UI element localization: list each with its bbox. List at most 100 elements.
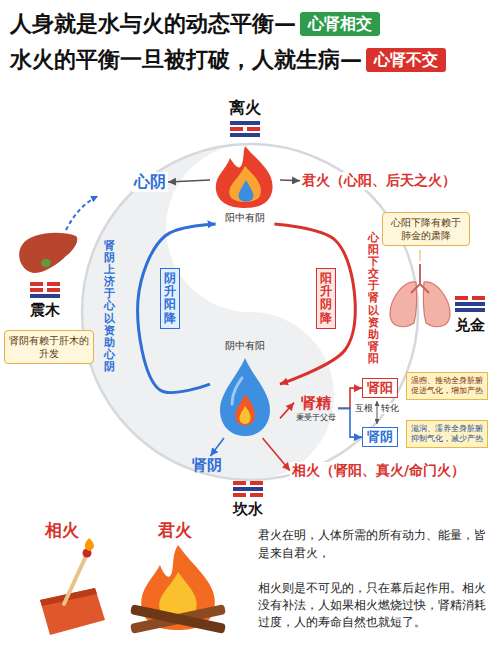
trigram-bar (30, 288, 43, 292)
label-holder: 坎水 (233, 500, 263, 519)
liver (19, 233, 77, 273)
label-holder: 君火 (158, 520, 192, 541)
liver-icon (19, 233, 77, 273)
flame (229, 166, 261, 202)
trigram-bar (230, 121, 260, 125)
lung (423, 282, 450, 327)
lung (390, 282, 417, 327)
connector-arrow (274, 224, 355, 384)
node-text: 滋润、濡养全身脏腑 抑制气化，减少产热 (410, 424, 484, 444)
label-text: 坎水 (233, 500, 263, 519)
trigram-icon (30, 282, 60, 298)
trigram-bar (455, 296, 468, 300)
label-text: 君火在明，人体所需的所有动力、能量，皆是来自君火， (258, 526, 490, 562)
trigram-bar (233, 493, 246, 497)
label-text: 相火则是不可见的，只在幕后起作用。相火没有补法，人如果相火燃烧过快，肾精消耗过度… (258, 580, 490, 631)
outlined-box: 肾阴 (362, 427, 398, 447)
connector-arrow (263, 438, 291, 471)
water-drop (239, 180, 254, 202)
vertical-box: 阳升阴降 (316, 268, 336, 329)
node-text: 心肾相交 (308, 14, 372, 34)
node-text: 阴中有阳 (225, 340, 265, 353)
title-text: 人身就是水与火的动态平衡— (10, 10, 296, 38)
trigram-bar (30, 282, 43, 286)
callout-box: 心阳下降有赖于肺金的肃降 (382, 212, 470, 246)
node-text: 肾阳 (367, 380, 393, 396)
node-text: 肾阴有赖于肝木的升发 (9, 334, 89, 360)
text-node: 心阴 (132, 172, 168, 192)
connector-arrow (280, 403, 294, 419)
gallbladder (41, 259, 51, 267)
label-holder: 君火在明，人体所需的所有动力、能量，皆是来自君火， (258, 526, 490, 562)
label-text: 肾阴上济于心以资助心阴 (104, 240, 115, 373)
fire-node: 阳中有阴 (210, 144, 280, 224)
label-holder: 水火的平衡一旦被打破，人就生病— (10, 46, 362, 74)
yin-yang-shade (82, 144, 334, 480)
node-text: 阴升阳降 (164, 272, 176, 325)
highlight (232, 378, 242, 404)
matchbox-icon (40, 538, 105, 635)
badge: 心肾相交 (300, 12, 380, 36)
label-text: 心阳下交于肾以资助肾阳 (368, 232, 379, 365)
flame (239, 406, 250, 424)
node-text: 心阴 (134, 172, 166, 192)
flame (235, 394, 254, 425)
label-holder: 转化 (381, 403, 399, 414)
trachea (411, 264, 429, 293)
label-text: 水火的平衡一旦被打破，人就生病— (10, 46, 362, 74)
callout-leader (420, 250, 421, 261)
trigram-bar (230, 127, 243, 131)
trigram-bar (230, 133, 260, 137)
label-holder: 相火 (45, 520, 79, 541)
node-text: 阳中有阴 (225, 212, 265, 225)
node-text: 阳升阴降 (320, 272, 332, 325)
dashed-arrow (66, 196, 98, 230)
title-holder: 人身就是水与火的动态平衡— (10, 10, 296, 38)
flame (159, 572, 196, 618)
trigram-bar (233, 487, 263, 491)
water-drop-icon (220, 358, 270, 436)
flame (216, 146, 273, 208)
connector-arrow (280, 179, 300, 181)
trigram-bar (250, 493, 263, 497)
log (130, 604, 226, 634)
text-node: 君火（心阳、后天之火） (300, 172, 458, 190)
label-text: 兑金 (455, 316, 485, 335)
trigram-bar (30, 294, 60, 298)
text-node: 肾阴 (190, 456, 224, 475)
badge: 心肾不交 (366, 48, 446, 72)
outlined-box: 肾阳 (362, 378, 398, 398)
note-box: 温煦、推动全身脏腑 促进气化，增加产热 (406, 372, 488, 400)
node-text: 肾阴 (367, 429, 393, 445)
label-holder: 兑金 (455, 316, 485, 335)
trigram-icon (230, 121, 260, 137)
trigram-bar (247, 127, 260, 131)
trigram-icon (455, 296, 485, 312)
label-holder: 心阳下交于肾以资助肾阳 (368, 232, 379, 365)
note-box: 滋润、濡养全身脏腑 抑制气化，减少产热 (406, 420, 488, 448)
connector-arrow (138, 224, 216, 393)
water-node: 阴中有阳 (210, 340, 280, 438)
text-node: 肾精秉受于父母 (294, 394, 338, 423)
node-text: 君火（心阳、后天之火） (302, 172, 456, 190)
trigram-bar (472, 296, 485, 300)
trigram-bar (47, 288, 60, 292)
label-holder: 相火则是不可见的，只在幕后起作用。相火没有补法，人如果相火燃烧过快，肾精消耗过度… (258, 580, 490, 631)
water-drop (220, 358, 270, 436)
matchbox (40, 588, 105, 635)
lungs-icon (390, 264, 450, 327)
vertical-box: 阴升阳降 (160, 268, 180, 329)
node-text: 温煦、推动全身脏腑 促进气化，增加产热 (410, 376, 484, 396)
label-text: 君火 (158, 520, 192, 541)
label-text: 震木 (30, 301, 60, 320)
node-text: 秉受于父母 (296, 413, 336, 423)
connector-arrow (210, 438, 224, 456)
fire-icon (216, 146, 273, 208)
node-text: 心肾不交 (374, 50, 438, 70)
connector-arrow (168, 180, 210, 182)
flame (85, 538, 94, 551)
node-text: 相火（肾阳、真火/命门火） (292, 462, 465, 480)
bonfire-icon (130, 545, 226, 634)
callout-box: 肾阴有赖于肝木的升发 (4, 330, 94, 364)
